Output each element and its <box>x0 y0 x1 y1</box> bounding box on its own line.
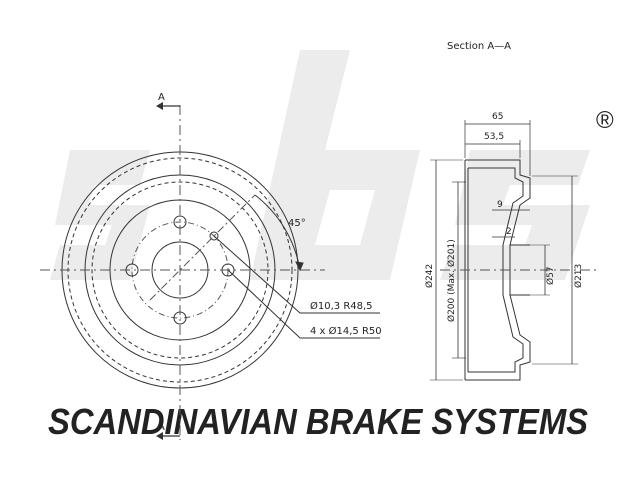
bolt-leader <box>227 269 380 339</box>
drum-profile-bottom <box>465 270 531 381</box>
dim-label-2: 2 <box>506 227 512 237</box>
angle-label: 45° <box>288 218 306 229</box>
dim-label-65: 65 <box>492 112 503 122</box>
dim-label-535: 53,5 <box>484 132 504 142</box>
section-label-bottom: A <box>158 422 165 433</box>
angle-line <box>149 194 256 301</box>
section-title: Section A—A <box>447 41 511 52</box>
dim-label-57: Ø57 <box>545 266 556 285</box>
front-view <box>40 102 380 440</box>
drum-profile-top <box>465 159 531 270</box>
drum-inner-profile-top <box>468 167 524 246</box>
angle-arrow <box>295 261 304 272</box>
dim-label-9: 9 <box>497 200 503 210</box>
registered-mark: ® <box>596 107 614 134</box>
angle-arc <box>254 194 301 271</box>
dim-label-213: Ø213 <box>573 264 584 288</box>
dim-label-242: Ø242 <box>424 264 435 288</box>
section-view <box>430 120 600 381</box>
tagline: SCANDINAVIAN BRAKE SYSTEMS <box>48 401 588 442</box>
section-label-top: A <box>158 92 165 103</box>
hole-leader <box>213 235 380 314</box>
sbs-logo <box>50 50 590 280</box>
section-dimension-labels: 65 53,5 9 2 Ø242 Ø200 (Max. Ø201) Ø57 Ø2… <box>424 112 584 322</box>
drum-inner-profile-bottom <box>468 294 524 373</box>
section-arrow-top <box>156 102 163 110</box>
hole-callout: Ø10,3 R48,5 <box>310 300 373 312</box>
section-arrow-bottom <box>156 432 163 440</box>
dim-label-200: Ø200 (Max. Ø201) <box>446 239 457 322</box>
bolt-callout: 4 x Ø14,5 R50 <box>310 325 382 337</box>
locating-hole <box>209 231 219 241</box>
sbs-watermark: ® SCANDINAVIAN BRAKE SYSTEMS <box>48 50 614 442</box>
